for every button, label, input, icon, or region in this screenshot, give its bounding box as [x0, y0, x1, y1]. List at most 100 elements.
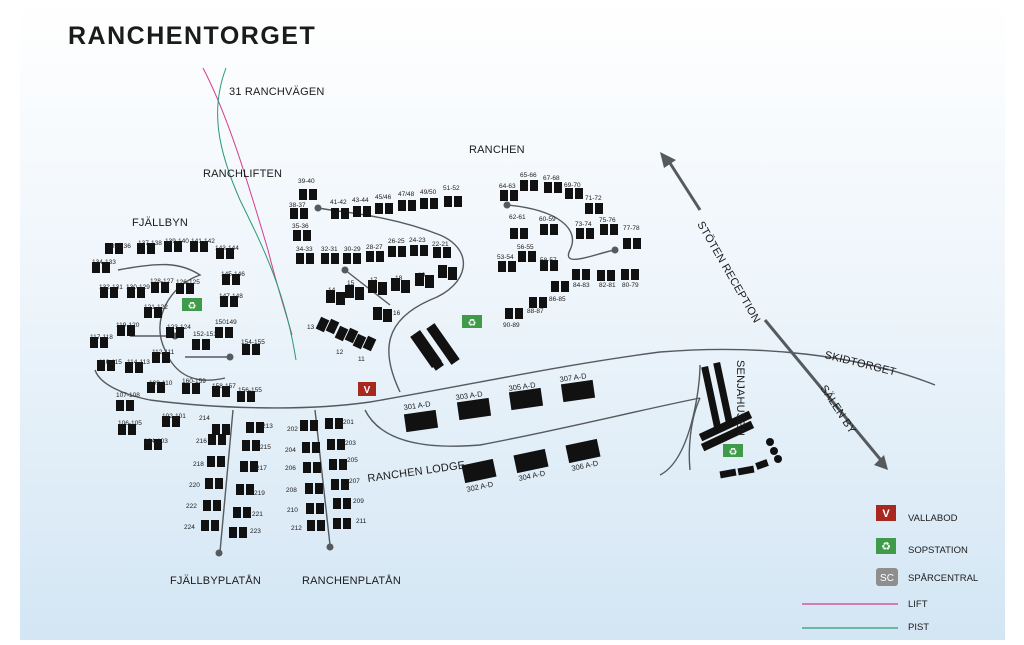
cabin-building — [215, 478, 223, 489]
cabin-label: 43-44 — [352, 197, 369, 204]
recycle-icon: ♻ — [723, 444, 743, 458]
cabin-building — [378, 282, 387, 295]
cabin-label: 202 — [287, 426, 298, 433]
cabin-building — [582, 269, 590, 280]
cabin-building — [560, 379, 596, 403]
cabin-building — [242, 440, 250, 451]
cabin-label: 18 — [395, 275, 403, 282]
fjallbyplatan-road — [219, 409, 234, 553]
cabin-building — [252, 440, 260, 451]
cabin-label: 47/48 — [398, 191, 415, 198]
cabin-building — [325, 318, 340, 335]
cabin-building — [222, 424, 230, 435]
cabin-building — [229, 527, 237, 538]
legend: V VALLABOD ♻ SOPSTATION SC SPÅRCENTRAL L… — [802, 505, 978, 633]
cabin-building — [174, 241, 182, 252]
cabin-building — [368, 280, 377, 293]
lodge-road — [364, 397, 701, 447]
svg-text:♻: ♻ — [468, 318, 477, 329]
cabin-label: 217 — [256, 465, 267, 472]
cabin-building — [565, 438, 601, 464]
cabin-building — [520, 228, 528, 239]
cabin-building — [144, 439, 152, 450]
cabin-building — [237, 391, 245, 402]
cabin-building — [128, 424, 136, 435]
cabin-label: 201 — [343, 419, 354, 426]
cabin-label: 301 A-D — [403, 399, 432, 412]
cabin-label: 216 — [196, 438, 207, 445]
cabin-label: 88-87 — [527, 308, 544, 315]
cabin-building — [331, 253, 339, 264]
cabin-building — [161, 282, 169, 293]
cabin-label: 30-29 — [344, 246, 361, 253]
cabin-building — [222, 274, 230, 285]
legend-sopstation: ♻ SOPSTATION — [876, 538, 968, 556]
cabin-building — [551, 281, 559, 292]
cabin-building — [157, 382, 165, 393]
cabin-building — [137, 243, 145, 254]
senjahusen-road-2 — [659, 364, 701, 476]
cabin-building — [444, 196, 452, 207]
cabin-building — [326, 290, 335, 303]
cabin-building — [572, 269, 580, 280]
cabin-building — [610, 224, 618, 235]
cabin-label: 128-127 — [150, 278, 174, 285]
cabin-building — [256, 422, 264, 433]
cabin-label: 222 — [186, 503, 197, 510]
cabin-label: 51-52 — [443, 185, 460, 192]
cabin-label: 121-122 — [144, 304, 168, 311]
cabin-building — [107, 360, 115, 371]
cabin-label: 305 A-D — [508, 380, 537, 393]
cabin-label: 34-33 — [296, 246, 313, 253]
cabin-label: 209 — [353, 498, 364, 505]
cabin-building — [232, 274, 240, 285]
cabin-building — [246, 484, 254, 495]
cabin-label: 158-157 — [212, 383, 236, 390]
label-fjallbyn: FJÄLLBYN — [132, 217, 188, 229]
cabin-building — [300, 420, 308, 431]
cabin-building — [352, 333, 367, 350]
cabin-building — [621, 269, 629, 280]
cabin-label: 58-57 — [540, 257, 557, 264]
cabin-building — [306, 503, 314, 514]
cabin-building — [426, 323, 460, 365]
cabin-building — [595, 203, 603, 214]
cabin-building — [102, 262, 110, 273]
label-ranchenplatan: RANCHENPLATÅN — [302, 574, 401, 587]
cabin-building — [313, 462, 321, 473]
cabin-building — [217, 456, 225, 467]
cabin-label: 207 — [349, 478, 360, 485]
cabin-building — [336, 292, 345, 305]
cabin-building — [505, 308, 513, 319]
cabin-building — [296, 253, 304, 264]
cabin-building — [713, 361, 734, 429]
cabin-building — [144, 307, 152, 318]
cabin-label: 208 — [286, 487, 297, 494]
cabin-label: 41-42 — [330, 199, 347, 206]
cabin-building — [115, 243, 123, 254]
cabin-building — [575, 188, 583, 199]
cabin-label: 219 — [254, 490, 265, 497]
pist-line — [217, 67, 297, 361]
cabin-label: 119-120 — [116, 322, 140, 329]
cabin-building — [520, 180, 528, 191]
cabin-label: 204 — [285, 447, 296, 454]
main-road — [149, 348, 936, 409]
direction-arrows — [660, 152, 888, 470]
cabin-building — [302, 442, 310, 453]
ranchen-dot-2 — [341, 266, 349, 274]
cabin-building — [240, 461, 248, 472]
cabin-building — [438, 265, 447, 278]
cabin-building — [203, 500, 211, 511]
legend-sopstation-label: SOPSTATION — [908, 545, 968, 556]
cabin-label: 12 — [336, 349, 344, 356]
legend-pist: PIST — [802, 622, 929, 633]
cabin-label: 223 — [250, 528, 261, 535]
cabin-building — [212, 424, 220, 435]
cabin-label: 132-131 — [99, 284, 123, 291]
cabin-building — [443, 247, 451, 258]
cabin-building — [550, 224, 558, 235]
cabin-label: 71-72 — [585, 195, 602, 202]
cabin-building — [92, 262, 100, 273]
cabin-building — [154, 439, 162, 450]
